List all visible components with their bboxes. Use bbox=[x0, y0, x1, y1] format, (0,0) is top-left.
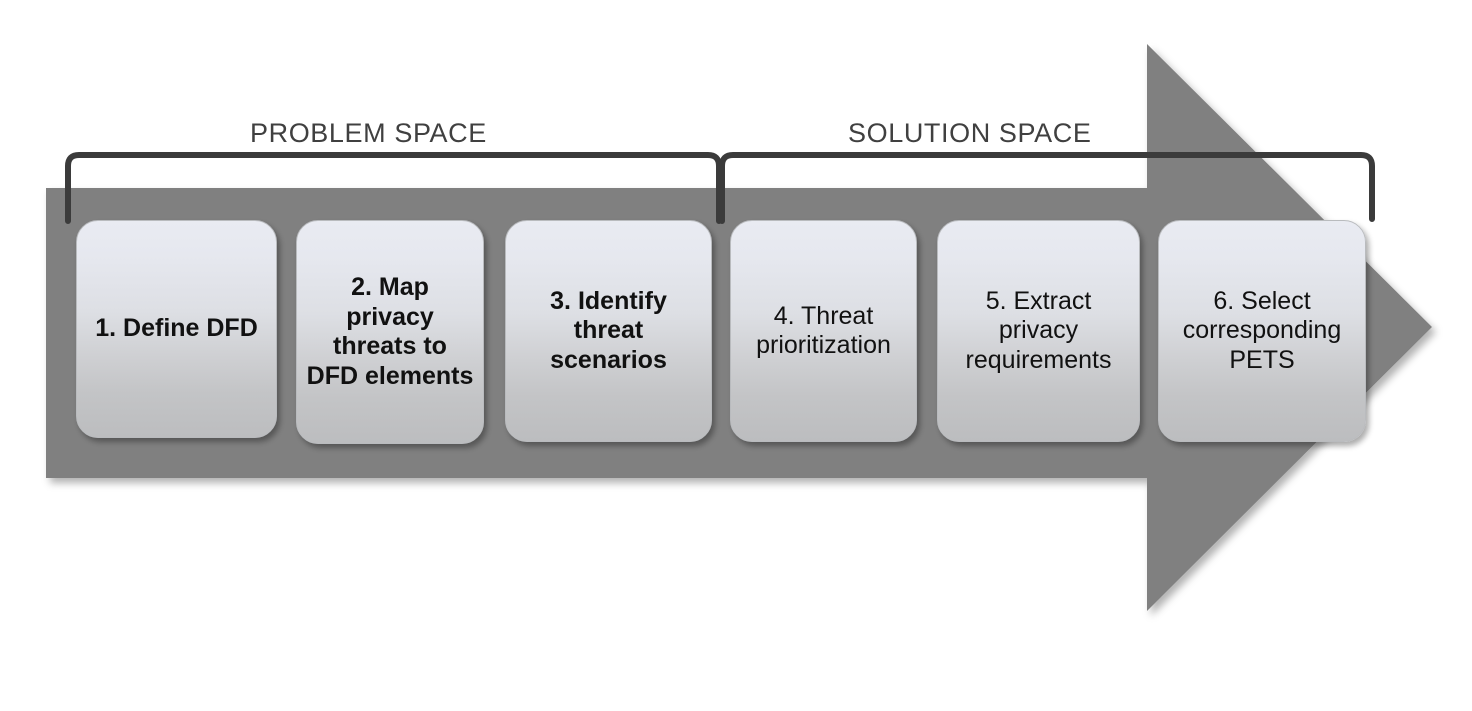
step-label-1: 1. Define DFD bbox=[95, 314, 258, 343]
step-box-5[interactable]: 5. Extract privacy requirements bbox=[937, 220, 1140, 442]
step-label-4: 4. Threat prioritization bbox=[756, 301, 891, 360]
step-box-2[interactable]: 2. Map privacy threats to DFD elements bbox=[296, 220, 484, 444]
bracket-solution-space bbox=[719, 152, 1375, 224]
step-box-6[interactable]: 6. Select corresponding PETS bbox=[1158, 220, 1366, 442]
step-label-3: 3. Identify threat scenarios bbox=[550, 286, 667, 374]
step-box-3[interactable]: 3. Identify threat scenarios bbox=[505, 220, 712, 442]
step-box-1[interactable]: 1. Define DFD bbox=[76, 220, 277, 438]
step-label-2: 2. Map privacy threats to DFD elements bbox=[306, 273, 474, 390]
group-label-solution-space: SOLUTION SPACE bbox=[848, 118, 1092, 148]
bracket-problem-space bbox=[65, 152, 722, 224]
step-label-6: 6. Select corresponding PETS bbox=[1182, 286, 1342, 374]
step-label-5: 5. Extract privacy requirements bbox=[965, 286, 1112, 374]
group-label-problem-space: PROBLEM SPACE bbox=[250, 118, 487, 148]
step-box-4[interactable]: 4. Threat prioritization bbox=[730, 220, 917, 442]
